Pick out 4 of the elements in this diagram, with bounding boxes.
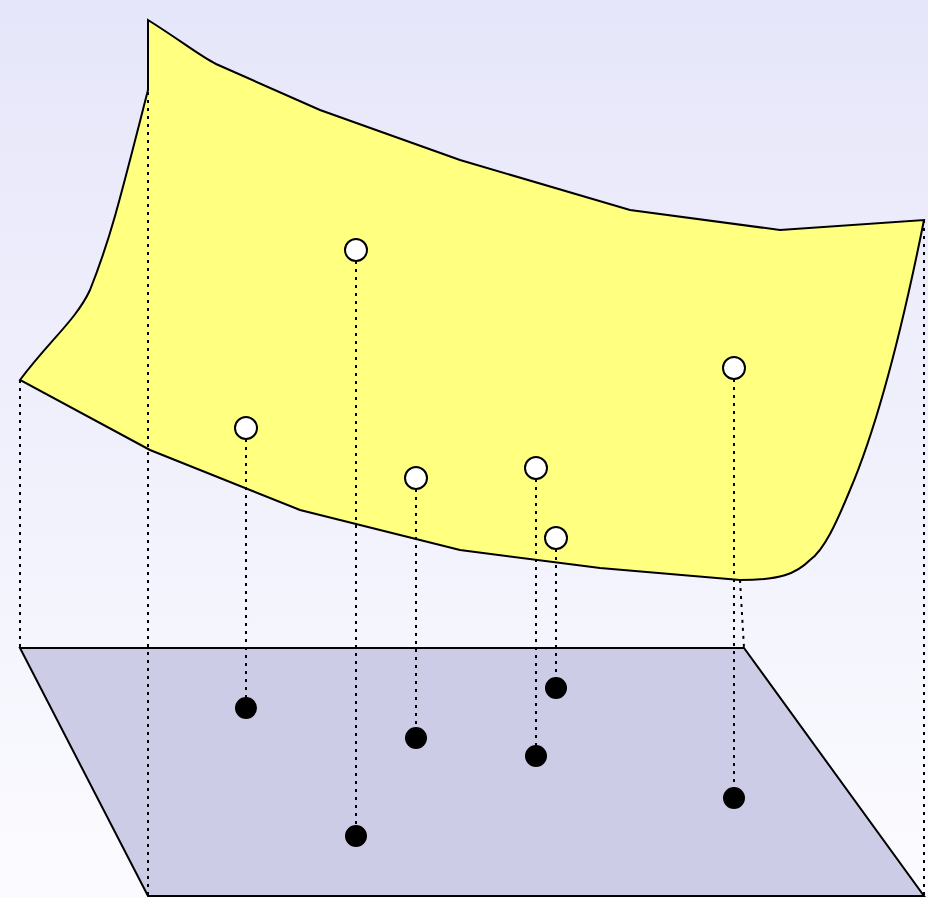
projection-line [355, 260, 357, 827]
projection-line [535, 478, 537, 747]
projection-line [245, 438, 247, 699]
projection-line [415, 488, 417, 729]
